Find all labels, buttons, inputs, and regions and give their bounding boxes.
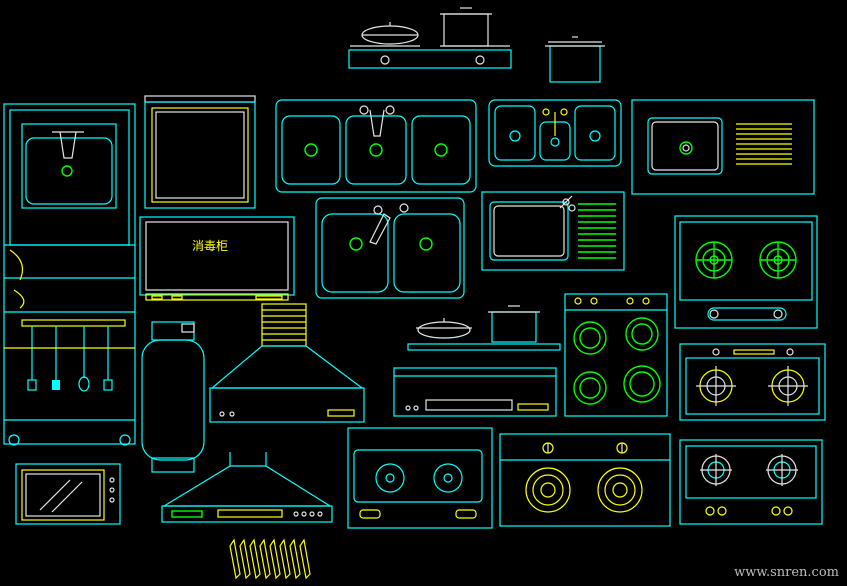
- disinfection-cabinet: [139, 216, 295, 301]
- range-hood-small: [161, 452, 333, 523]
- built-in-oven: [393, 367, 557, 417]
- yellow-two-burner-stove: [499, 433, 671, 527]
- green-two-burner-stove: [674, 215, 818, 329]
- cabinet-label: 消毒柜: [192, 239, 228, 253]
- top-double-burner-with-cookware: [348, 7, 512, 69]
- tall-cabinet-with-sink: [3, 103, 136, 446]
- gas-cylinder: [141, 321, 205, 473]
- square-cabinet: [144, 95, 256, 209]
- double-sink-with-faucet: [315, 197, 465, 299]
- small-three-bowl-sink: [488, 99, 622, 167]
- range-hood-large: [209, 303, 365, 423]
- two-burner-cooktop: [347, 427, 493, 529]
- watermark: www.snren.com: [734, 565, 839, 580]
- dish-rack-plates: [229, 538, 311, 580]
- four-burner-range: [564, 293, 668, 417]
- microwave: [15, 463, 121, 525]
- cooktop-with-wok-and-pot: [407, 305, 561, 351]
- two-burner-stove-bottom-right: [679, 439, 823, 525]
- triple-sink: [275, 99, 477, 193]
- stockpot: [545, 36, 605, 83]
- sink-with-green-drainboard: [481, 191, 625, 271]
- two-burner-stove-control-panel: [679, 343, 826, 421]
- sink-with-drainboard: [631, 99, 815, 195]
